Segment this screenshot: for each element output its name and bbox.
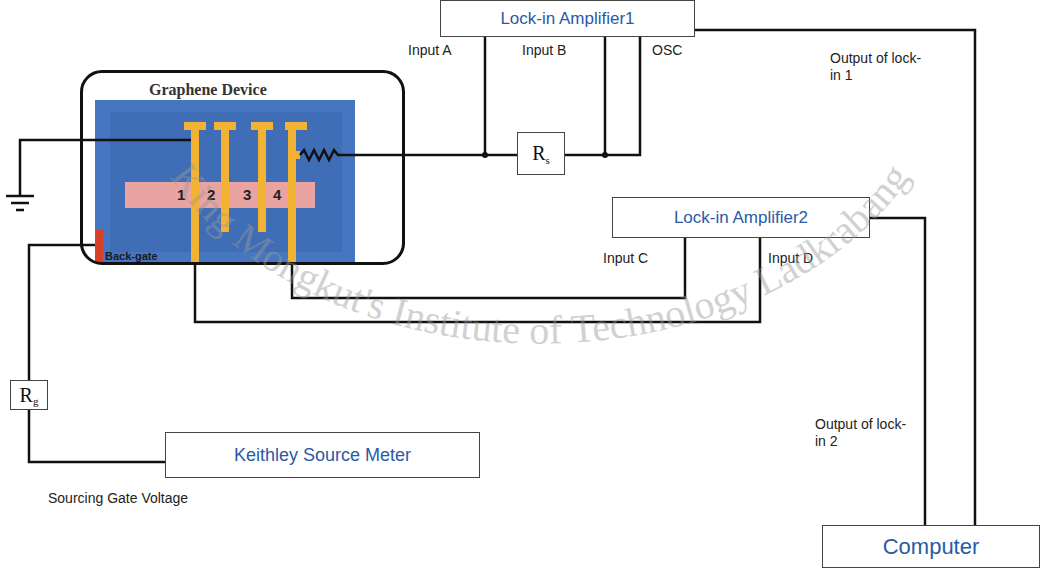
input-label: Input A <box>408 42 452 59</box>
substrate-inner <box>110 112 342 252</box>
computer-box: Computer <box>822 525 1040 568</box>
gate-voltage-label: Sourcing Gate Voltage <box>48 490 188 507</box>
wire-connector <box>695 30 975 525</box>
resistor-symbol-letter: R <box>20 384 33 407</box>
substrate <box>95 100 355 262</box>
wire-connector <box>565 37 640 155</box>
watermark-text: King Mongkut's Institute of Technology L… <box>162 155 918 352</box>
watermark: King Mongkut's Institute of Technology L… <box>162 155 918 352</box>
box-label: Lock-in Amplifier1 <box>500 9 634 29</box>
electrodes <box>184 122 307 262</box>
signal-label: OSC <box>652 42 682 59</box>
instrument-box: Keithley Source Meter <box>165 432 480 478</box>
input-label: Input B <box>522 42 566 59</box>
input-label: Input D <box>768 250 813 267</box>
pin-number: 3 <box>243 186 251 204</box>
device-heading: Graphene Device <box>149 81 267 99</box>
graphene-strip <box>125 182 315 208</box>
box-label: Keithley Source Meter <box>234 445 411 466</box>
instrument-box: Lock-in Amplifier2 <box>612 197 870 238</box>
output-label: Output of lock-in 1 <box>830 50 928 84</box>
resistor-subscript: g <box>33 395 39 407</box>
wire-connector <box>195 238 760 322</box>
resistor-subscript: s <box>546 154 550 166</box>
output-label: Output of lock-in 2 <box>815 416 915 450</box>
wire-connector <box>870 218 925 525</box>
pin-number: 1 <box>177 186 185 204</box>
pin-number: 2 <box>207 186 215 204</box>
gate-label: Back-gate <box>105 250 158 263</box>
input-label: Input C <box>603 250 648 267</box>
box-label: Computer <box>883 534 980 560</box>
back-gate-pad <box>95 230 103 262</box>
resistor-symbol-letter: R <box>532 142 545 165</box>
wire-connector <box>29 245 80 380</box>
wires <box>6 37 605 245</box>
wire-connector <box>29 410 165 462</box>
wire-connector <box>292 238 685 298</box>
wire-connector <box>405 154 517 157</box>
pin-number: 4 <box>273 186 281 204</box>
device-enclosure: Graphene Device <box>80 70 405 265</box>
instrument-box: Lock-in Amplifier1 <box>440 0 695 37</box>
resistor-box: Rg <box>10 380 48 410</box>
box-label: Lock-in Amplifier2 <box>674 208 808 228</box>
resistor-box: Rs <box>517 132 565 175</box>
